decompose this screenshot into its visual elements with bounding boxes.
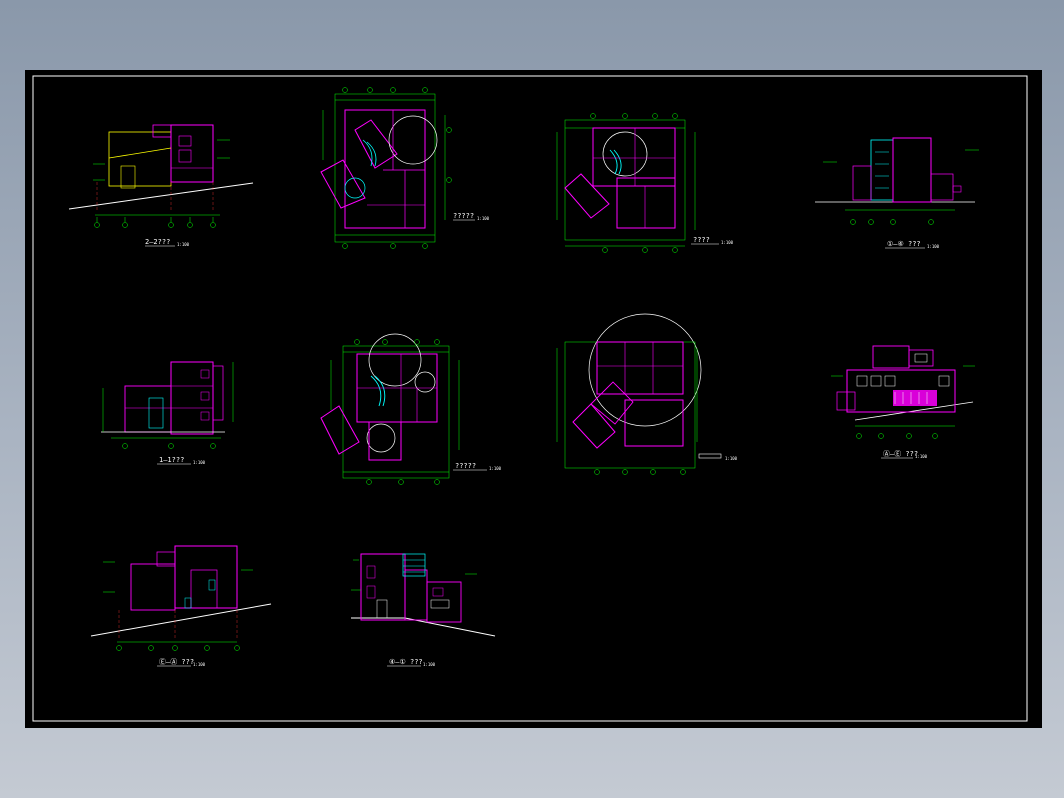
section-2-scale: 1:100 xyxy=(177,242,190,247)
floor-plan-0-scale: 1:100 xyxy=(489,466,502,471)
elevation-3-drawing xyxy=(90,545,272,651)
floor-plan-1-drawing xyxy=(320,87,452,249)
section-1-title: 1—1??? xyxy=(159,456,184,464)
floor-plan-1-title: ????? xyxy=(453,212,474,220)
elevation-4-drawing xyxy=(351,553,496,637)
elevation-2-title: Ⓐ—Ⓔ ??? xyxy=(883,450,918,458)
section-1-scale: 1:100 xyxy=(193,460,206,465)
section-1-drawing xyxy=(101,361,234,449)
elevation-1-title: ①—④ ??? xyxy=(887,240,921,248)
floor-plan-roof-drawing xyxy=(556,313,702,475)
sheet-border xyxy=(32,75,1028,722)
elevation-1-scale: 1:100 xyxy=(927,244,940,249)
section-2-drawing xyxy=(68,124,254,228)
elevation-3-title: Ⓔ—Ⓐ ??? xyxy=(159,658,194,666)
drawing-sheet: 2—2??? 1:100 ????? 1:100 xyxy=(25,70,1042,728)
floor-plan-1-scale: 1:100 xyxy=(477,216,490,221)
floor-plan-0-drawing xyxy=(320,333,460,485)
ground-line xyxy=(68,182,254,210)
floor-plan-2-title: ???? xyxy=(693,236,710,244)
elevation-1-drawing xyxy=(815,137,979,225)
floor-plan-0-title: ????? xyxy=(455,462,476,470)
section-2-title: 2—2??? xyxy=(145,238,170,246)
elevation-4-title: ④—① ??? xyxy=(389,658,423,666)
roof-plan-title-box xyxy=(698,453,722,459)
elevation-3-scale: 1:100 xyxy=(193,662,206,667)
floor-plan-2-scale: 1:100 xyxy=(721,240,734,245)
floor-plan-2-drawing xyxy=(556,113,696,253)
elevation-2-scale: 1:100 xyxy=(915,454,928,459)
elevation-2-drawing xyxy=(831,345,975,439)
elevation-4-scale: 1:100 xyxy=(423,662,436,667)
cad-drawing-canvas: 2—2??? 1:100 ????? 1:100 xyxy=(32,75,1028,722)
roof-plan-scale: 1:100 xyxy=(725,456,738,461)
